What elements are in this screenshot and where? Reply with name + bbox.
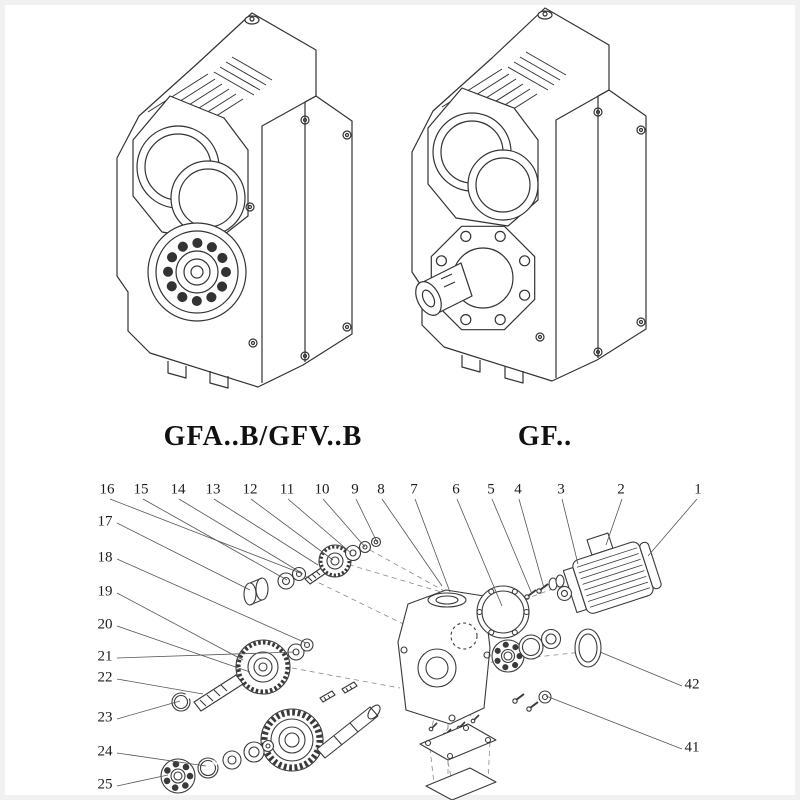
callout-22: 22 xyxy=(97,669,113,686)
model-label-gf: GF.. xyxy=(517,421,573,452)
bolt-holes xyxy=(245,115,352,361)
input-shaft-parts xyxy=(243,536,382,606)
output-shaft xyxy=(415,262,473,316)
mounting-foot xyxy=(461,355,481,373)
callout-6: 6 xyxy=(452,481,460,498)
callout-21: 21 xyxy=(97,648,113,665)
mounting-foot xyxy=(167,361,187,379)
filler-plug xyxy=(244,15,260,25)
callout-4: 4 xyxy=(514,481,522,498)
callout-19: 19 xyxy=(97,583,113,600)
output-gear-parts xyxy=(160,704,381,794)
mounting-foot xyxy=(209,371,229,389)
output-flange-parts xyxy=(491,628,602,712)
bolt-holes xyxy=(535,107,646,357)
leader-lines xyxy=(109,498,698,787)
exploded-view-drawing xyxy=(109,498,698,800)
gearbox-foot-mounted-drawing xyxy=(116,12,353,389)
callout-10: 10 xyxy=(314,481,330,498)
callout-12: 12 xyxy=(242,481,258,498)
gasket-parts xyxy=(419,714,497,800)
callout-23: 23 xyxy=(97,709,113,726)
output-bearing xyxy=(147,222,247,322)
callout-5: 5 xyxy=(487,481,495,498)
callout-13: 13 xyxy=(205,481,221,498)
callout-9: 9 xyxy=(351,481,359,498)
callout-17: 17 xyxy=(97,513,113,530)
callout-11: 11 xyxy=(279,481,295,498)
callout-18: 18 xyxy=(97,549,113,566)
second-bore xyxy=(467,149,539,221)
callout-42: 42 xyxy=(684,676,700,693)
model-label-gfab-gfvb: GFA..B/GFV..B xyxy=(163,421,363,452)
callout-3: 3 xyxy=(557,481,565,498)
callout-24: 24 xyxy=(97,743,113,760)
mounting-foot xyxy=(504,366,524,384)
callout-7: 7 xyxy=(410,481,418,498)
gearbox-shaft-drawing xyxy=(411,7,647,384)
housing xyxy=(397,589,491,725)
callout-41: 41 xyxy=(684,739,700,756)
callout-25: 25 xyxy=(97,776,113,793)
callout-8: 8 xyxy=(377,481,385,498)
intermediate-gear-parts xyxy=(171,638,358,712)
motor-assembly xyxy=(556,532,662,614)
callout-15: 15 xyxy=(133,481,149,498)
cover-and-fasteners xyxy=(476,574,565,639)
callout-20: 20 xyxy=(97,616,113,633)
filler-plug xyxy=(537,10,553,20)
callout-1: 1 xyxy=(694,481,702,498)
callout-14: 14 xyxy=(170,481,186,498)
callout-16: 16 xyxy=(99,481,115,498)
callout-2: 2 xyxy=(617,481,625,498)
